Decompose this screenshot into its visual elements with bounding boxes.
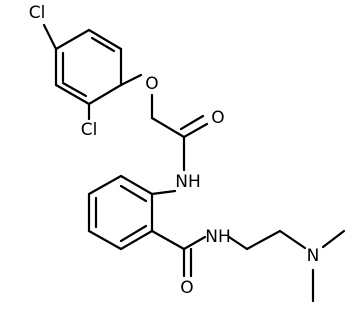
bond-c4-o — [119, 73, 143, 87]
bond-c2-c3-inner — [90, 36, 116, 53]
atom-dimethylamine-nitrogen: N — [307, 246, 320, 266]
atom-amide-carbonyl-oxygen-2: O — [180, 278, 193, 298]
bond-b5-b6 — [119, 229, 154, 251]
bond-amide1-c-o-a — [182, 122, 209, 139]
bond-ch2-c — [150, 116, 186, 139]
atom-labels: Cl Cl O O NH O NH N — [29, 3, 320, 298]
atom-amide-nitrogen-2: NH — [205, 227, 231, 247]
bond-n-benzene — [150, 189, 177, 196]
bond-b6-c — [150, 229, 186, 251]
bond-n-ch2 — [227, 235, 249, 251]
bond-c5-c6-inner — [61, 81, 88, 98]
bond-b2-b3 — [87, 174, 123, 196]
bond-b4-b5 — [87, 229, 123, 251]
bond-c2-c3 — [87, 28, 123, 51]
bond-ch2-amine — [278, 229, 307, 250]
atom-cl-left: Cl — [81, 120, 98, 140]
bond-c1-c2 — [54, 28, 91, 51]
bond-amide2-c-n — [182, 235, 207, 251]
bond-b1-b2-inner — [119, 184, 148, 203]
bond-amine-methyl-up — [321, 229, 346, 249]
bond-ch2-ch2 — [245, 229, 282, 251]
bond-lines — [42, 23, 346, 303]
atom-amide-nitrogen-1: NH — [175, 172, 201, 192]
atom-cl-top: Cl — [29, 3, 46, 23]
bond-b5-b6-inner — [119, 224, 148, 243]
bond-c4-c5 — [87, 83, 123, 106]
bond-c1-cl-top — [42, 23, 58, 51]
bond-c5-c6 — [54, 83, 91, 106]
atom-amide-carbonyl-oxygen-1: O — [211, 108, 224, 128]
bond-b1-b2 — [119, 174, 154, 196]
bond-amide1-c-o-b — [179, 114, 205, 131]
atom-ether-oxygen: O — [145, 74, 158, 94]
